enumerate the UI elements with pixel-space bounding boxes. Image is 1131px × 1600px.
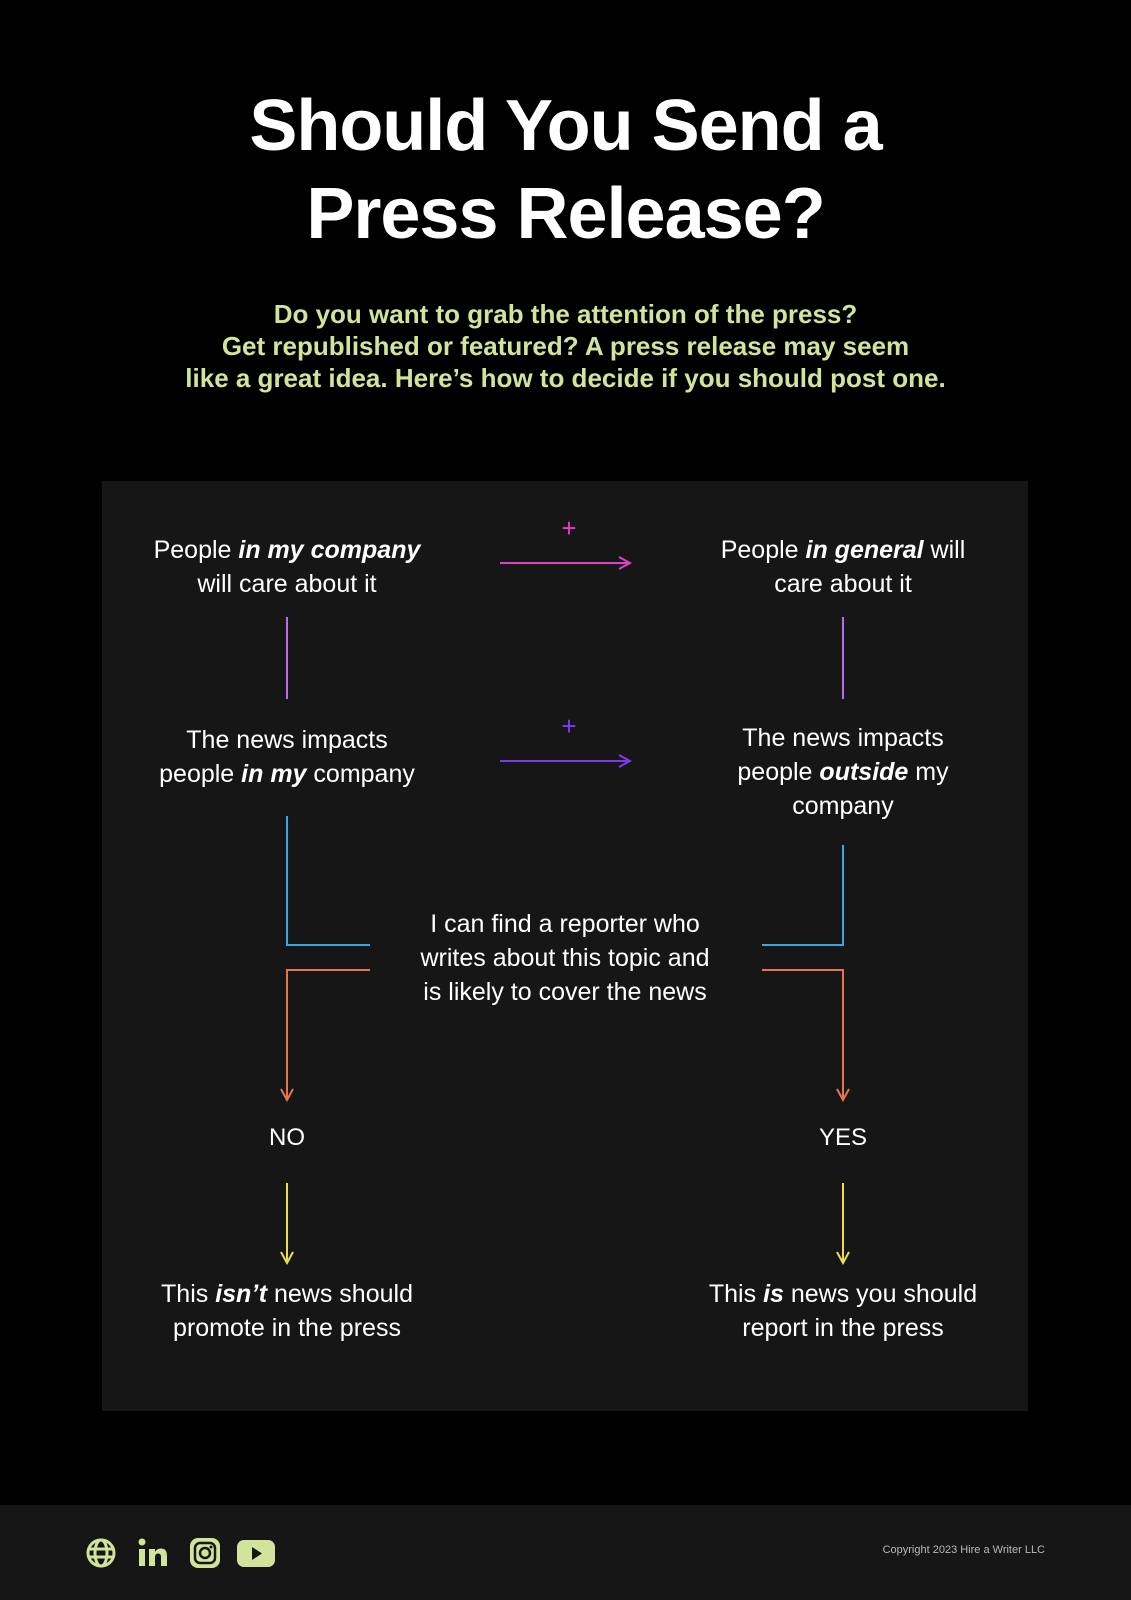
instagram-icon[interactable] [188, 1536, 222, 1570]
connector-right-cyan [762, 845, 844, 946]
intro-line-3: like a great idea. Here’s how to decide … [185, 363, 946, 393]
flowchart-panel: + + People in my company will care about… [102, 481, 1028, 1411]
intro-line-2: Get republished or featured? A press rel… [221, 331, 910, 361]
node-impacts-company: The news impacts people in my company [159, 726, 415, 788]
arrow-to-yes [762, 969, 843, 1100]
intro-line-1: Do you want to grab the attention of the… [273, 299, 858, 329]
globe-icon[interactable] [84, 1536, 118, 1570]
intro-text: Do you want to grab the attention of the… [0, 298, 1131, 394]
linkedin-icon[interactable] [136, 1536, 170, 1570]
youtube-icon[interactable] [236, 1536, 276, 1570]
label-no: NO [269, 1124, 305, 1151]
title-line-1: Should You Send a [249, 86, 882, 166]
node-result-no: This isn’t news should promote in the pr… [161, 1280, 413, 1342]
title-line-2: Press Release? [306, 174, 825, 254]
node-find-reporter: I can find a reporter who writes about t… [420, 910, 710, 1006]
label-yes: YES [818, 1124, 868, 1151]
page-title: Should You Send a Press Release? [0, 82, 1131, 258]
arrow-to-no [287, 969, 370, 1100]
node-impacts-outside: The news impacts people outside my compa… [737, 724, 949, 820]
node-general-cares: People in general will care about it [720, 536, 966, 598]
flowchart-connectors [102, 481, 1028, 1411]
node-company-cares: People in my company will care about it [153, 536, 421, 598]
plus-sign-1: + [561, 513, 577, 543]
connector-left-cyan [286, 816, 370, 946]
footer: Copyright 2023 Hire a Writer LLC [0, 1505, 1131, 1600]
plus-sign-2: + [561, 711, 577, 741]
copyright-text: Copyright 2023 Hire a Writer LLC [882, 1544, 1045, 1556]
node-result-yes: This is news you should report in the pr… [708, 1280, 978, 1342]
